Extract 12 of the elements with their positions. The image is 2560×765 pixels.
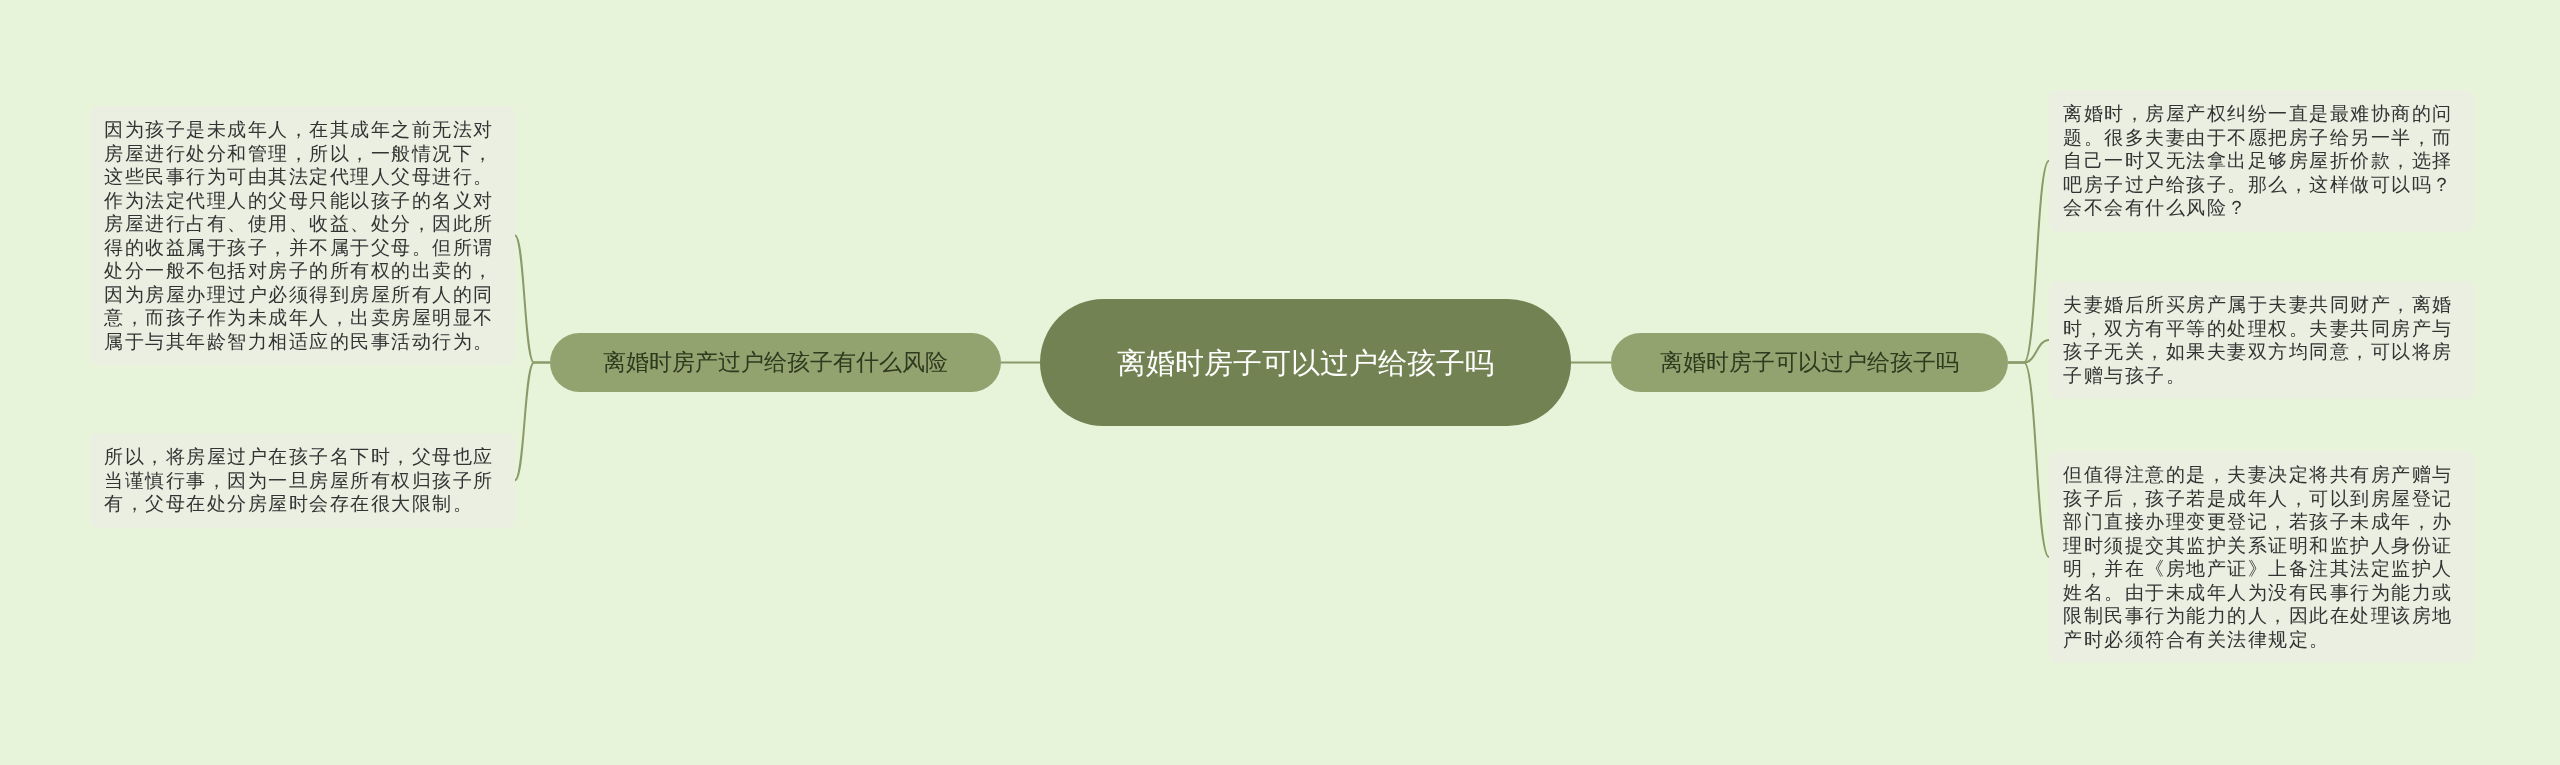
text-card: 但值得注意的是，夫妻决定将共有房产赠与孩子后，孩子若是成年人，可以到房屋登记部门直接办理变更登记，若孩子未成年，办理时须提交其监护关系证明和监护人身份证明，并在《房地产证》上备注其法定监护人姓名。由于未成年人为没有民事行为能力或限制民事行为能力的人，因此在处理该房地产时必须符合有关法律规定。 xyxy=(2049,451,2474,663)
text-card: 所以，将房屋过户在孩子名下时，父母也应当谨慎行事，因为一旦房屋所有权归孩子所有，父母在处分房屋时会存在很大限制。 xyxy=(90,433,515,528)
branch-topic: 离婚时房子可以过户给孩子吗 xyxy=(1611,333,2008,392)
central-topic: 离婚时房子可以过户给孩子吗 xyxy=(1040,299,1571,426)
connector-line xyxy=(1570,361,1612,364)
connector-line xyxy=(2007,361,2050,558)
text-card: 离婚时，房屋产权纠纷一直是最难协商的问题。很多夫妻由于不愿把房子给另一半，而自己一时又无法拿出足够房屋折价款，选择吧房子过户给孩子。那么，这样做可以吗？会不会有什么风险？ xyxy=(2049,90,2474,232)
text-card: 因为孩子是未成年人，在其成年之前无法对房屋进行处分和管理，所以，一般情况下，这些民事行为可由其法定代理人父母进行。作为法定代理人的父母只能以孩子的名义对房屋进行占有、使用、收益、处分，因此所得的收益属于孩子，并不属于父母。但所谓处分一般不包括对房子的所有权的出卖的，因为房屋办理过户必须得到房屋所有人的同意，而孩子作为未成年人，出卖房屋明显不属于与其年龄智力相适应的民事活动行为。 xyxy=(90,106,515,365)
connector-line xyxy=(514,361,551,482)
connector-line xyxy=(1000,361,1041,364)
branch-topic: 离婚时房产过户给孩子有什么风险 xyxy=(550,333,1001,392)
text-card: 夫妻婚后所买房产属于夫妻共同财产，离婚时，双方有平等的处理权。夫妻共同房产与孩子无关，如果夫妻双方均同意，可以将房子赠与孩子。 xyxy=(2049,281,2474,399)
